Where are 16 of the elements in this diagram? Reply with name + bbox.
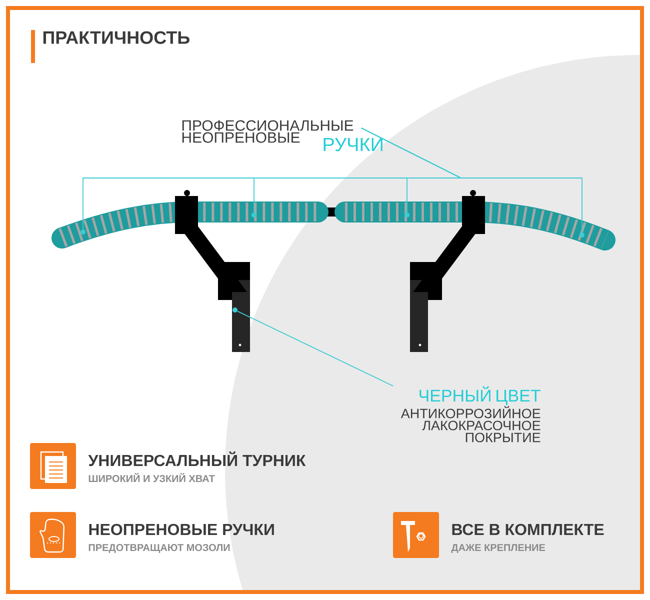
leader-line xyxy=(360,128,582,233)
feature-subtext: ПРЕДОТВРАЩАЮТ МОЗОЛИ xyxy=(88,544,230,553)
point-marker xyxy=(404,212,410,218)
title: ПРАКТИЧНОСТЬ xyxy=(43,31,190,44)
point-marker xyxy=(232,308,238,312)
callout-text: ЧЕРНЫЙ ЦВЕТ АНТИКОРРОЗИЙНОЕ ЛАКОКРАСОЧНОЕ ПОКРЫТИЕ xyxy=(400,386,540,442)
point-marker xyxy=(252,212,256,218)
leader-line xyxy=(237,310,394,386)
point-marker xyxy=(80,230,86,234)
callout-highlight: РУЧКИ xyxy=(324,138,382,152)
feature-heading: НЕОПРЕНОВЫЕ РУЧКИ xyxy=(89,524,274,536)
feature-subtext: ДАЖЕ КРЕПЛЕНИЕ xyxy=(451,544,546,553)
point-marker xyxy=(580,232,584,238)
feature-heading: ВСЕ В КОМПЛЕКТЕ xyxy=(452,524,604,536)
feature-subtext: ШИРОКИЙ И УЗКИЙ ХВАТ xyxy=(88,472,215,482)
feature-heading: УНИВЕРСАЛЬНЫЙ ТУРНИК xyxy=(88,452,306,466)
